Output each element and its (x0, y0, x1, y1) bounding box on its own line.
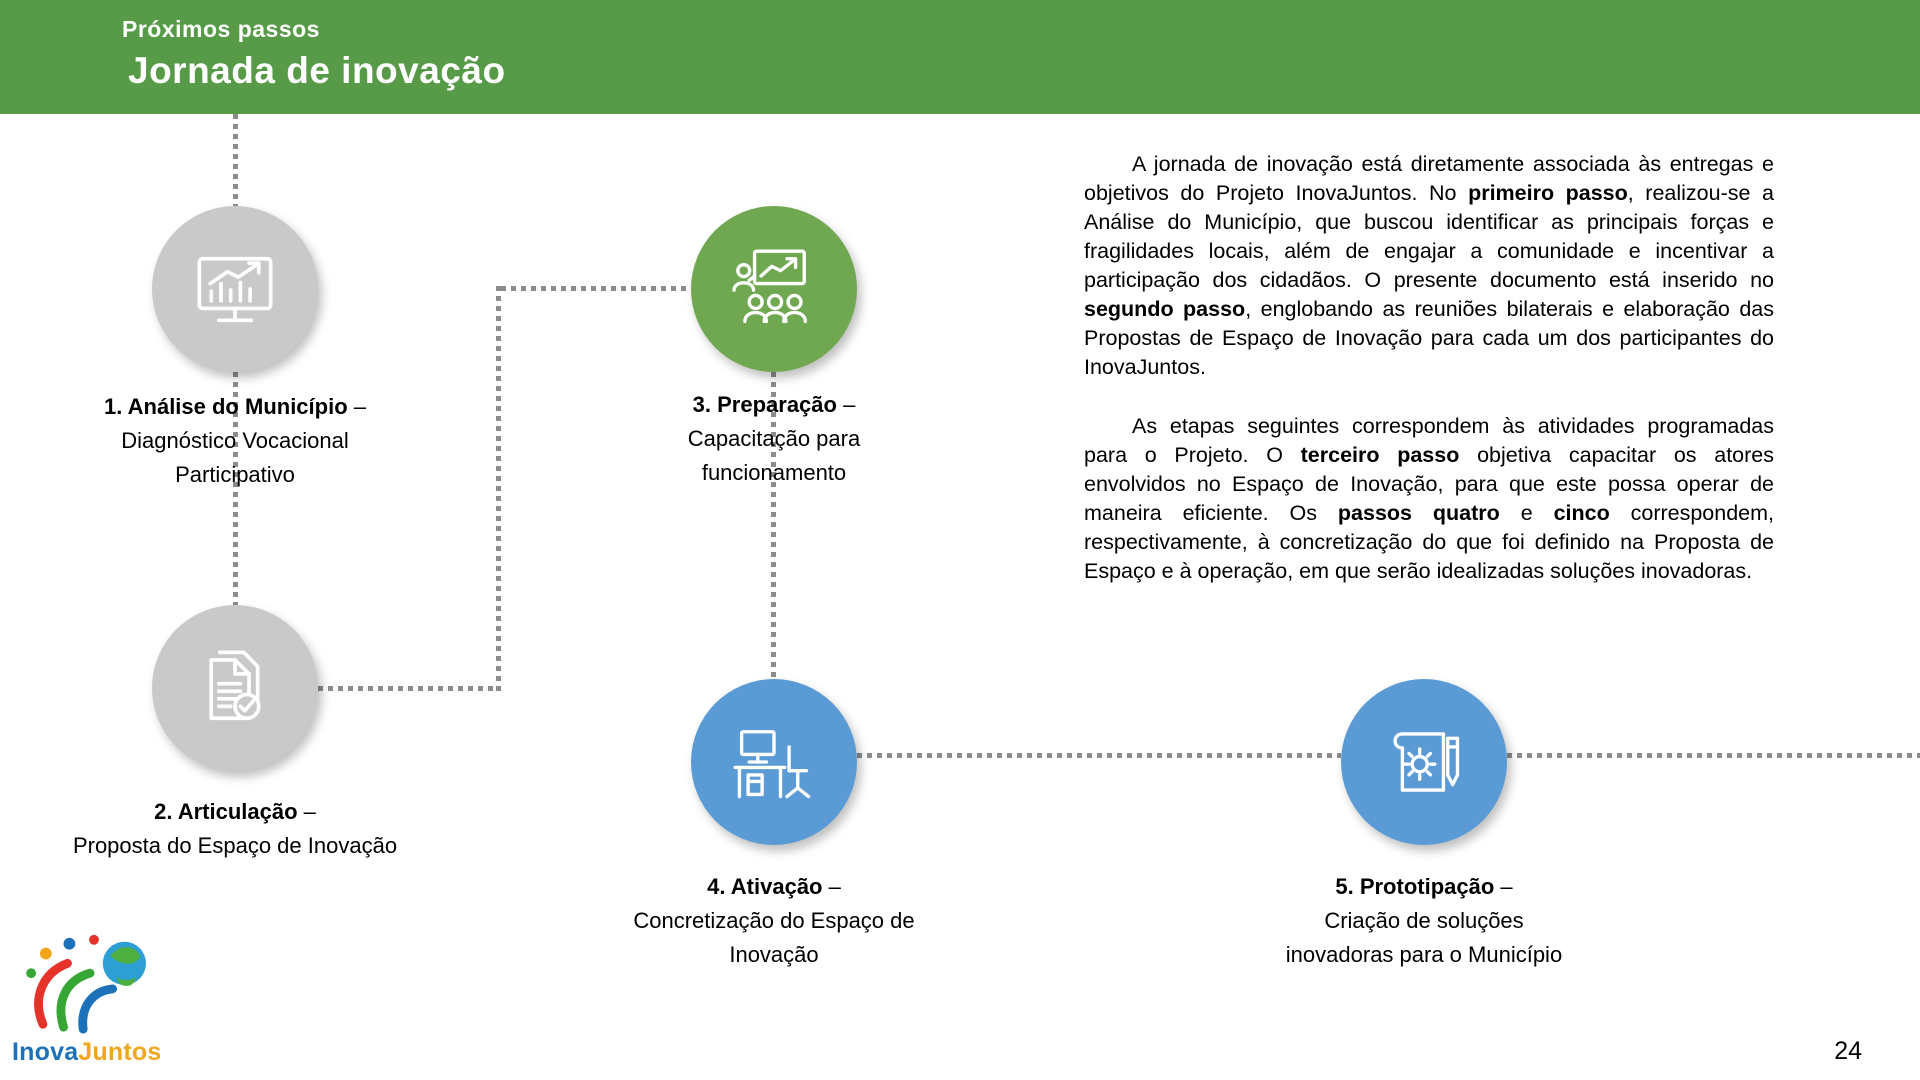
body-paragraph-1: A jornada de inovação está diretamente a… (1084, 152, 1774, 379)
step-title-strong: 3. Preparação (692, 392, 837, 417)
logo-graphic-icon (26, 934, 146, 1034)
step-2-desc: Proposta do Espaço de Inovação (72, 833, 398, 858)
connector-step1-to-step2 (233, 372, 238, 605)
step-2-label: 2. Articulação – Proposta do Espaço de I… (30, 795, 440, 863)
step-4-circle (691, 679, 857, 845)
step-5-label: 5. Prototipação – Criação de soluções in… (1234, 870, 1614, 972)
slide-header: Próximos passos Jornada de inovação (0, 0, 1920, 114)
header-kicker: Próximos passos (122, 16, 320, 42)
logo-wordmark-juntos: Juntos (78, 1038, 162, 1066)
step-5-title: 5. Prototipação – (1234, 870, 1614, 904)
step-1-title: 1. Análise do Município – (60, 390, 410, 424)
page-number: 24 (1834, 1037, 1862, 1065)
connector-step2-elbow-horizontal (318, 686, 501, 691)
step-title-strong: 4. Ativação (707, 874, 823, 899)
connector-step5-to-edge (1507, 753, 1920, 758)
step-2-title: 2. Articulação – (30, 795, 440, 829)
body-paragraph-2: As etapas seguintes correspondem às ativ… (1084, 414, 1775, 583)
connector-step4-to-step5 (857, 753, 1341, 758)
step-3-desc: Capacitação para funcionamento (687, 426, 861, 485)
step-title-strong: 5. Prototipação (1335, 874, 1495, 899)
body-text: A jornada de inovação está diretamente a… (1084, 150, 1774, 616)
logo-wordmark: InovaJuntos (12, 1038, 187, 1067)
analytics-monitor-icon (197, 256, 273, 323)
step-3-label: 3. Preparação – Capacitação para funcion… (614, 388, 934, 490)
step-4-desc: Concretização do Espaço de Inovação (633, 908, 915, 967)
step-1-circle (152, 206, 318, 372)
step-5-circle (1341, 679, 1507, 845)
step-3-title: 3. Preparação – (614, 388, 934, 422)
documents-check-icon (209, 650, 261, 721)
step-5-desc: Criação de soluções inovadoras para o Mu… (1285, 908, 1563, 967)
connector-step2-elbow-vertical (496, 286, 501, 691)
training-presentation-icon (732, 249, 807, 324)
step-title-sep: – (822, 874, 841, 899)
connector-step3-to-step4 (771, 372, 776, 679)
step-1-label: 1. Análise do Município – Diagnóstico Vo… (60, 390, 410, 492)
step-title-sep: – (347, 394, 366, 419)
step-title-sep: – (1494, 874, 1513, 899)
step-4-label: 4. Ativação – Concretização do Espaço de… (584, 870, 964, 972)
step-title-strong: 1. Análise do Município (103, 394, 348, 419)
step-3-circle (691, 206, 857, 372)
step-title-sep: – (836, 392, 856, 417)
logo-wordmark-inova: Inova (12, 1038, 79, 1066)
step-2-circle (152, 605, 318, 771)
step-1-desc: Diagnóstico Vocacional Participativo (121, 428, 349, 487)
step-4-title: 4. Ativação – (584, 870, 964, 904)
blueprint-gear-icon (1393, 732, 1460, 792)
workstation-icon (733, 730, 811, 799)
inovajuntos-logo: InovaJuntos (12, 928, 187, 1078)
page-title: Jornada de inovação (128, 50, 506, 91)
step-title-sep: – (297, 799, 316, 824)
step-title-strong: 2. Articulação (154, 799, 298, 824)
connector-elbow-to-step3 (501, 286, 691, 291)
connector-header-to-step1 (233, 114, 238, 206)
